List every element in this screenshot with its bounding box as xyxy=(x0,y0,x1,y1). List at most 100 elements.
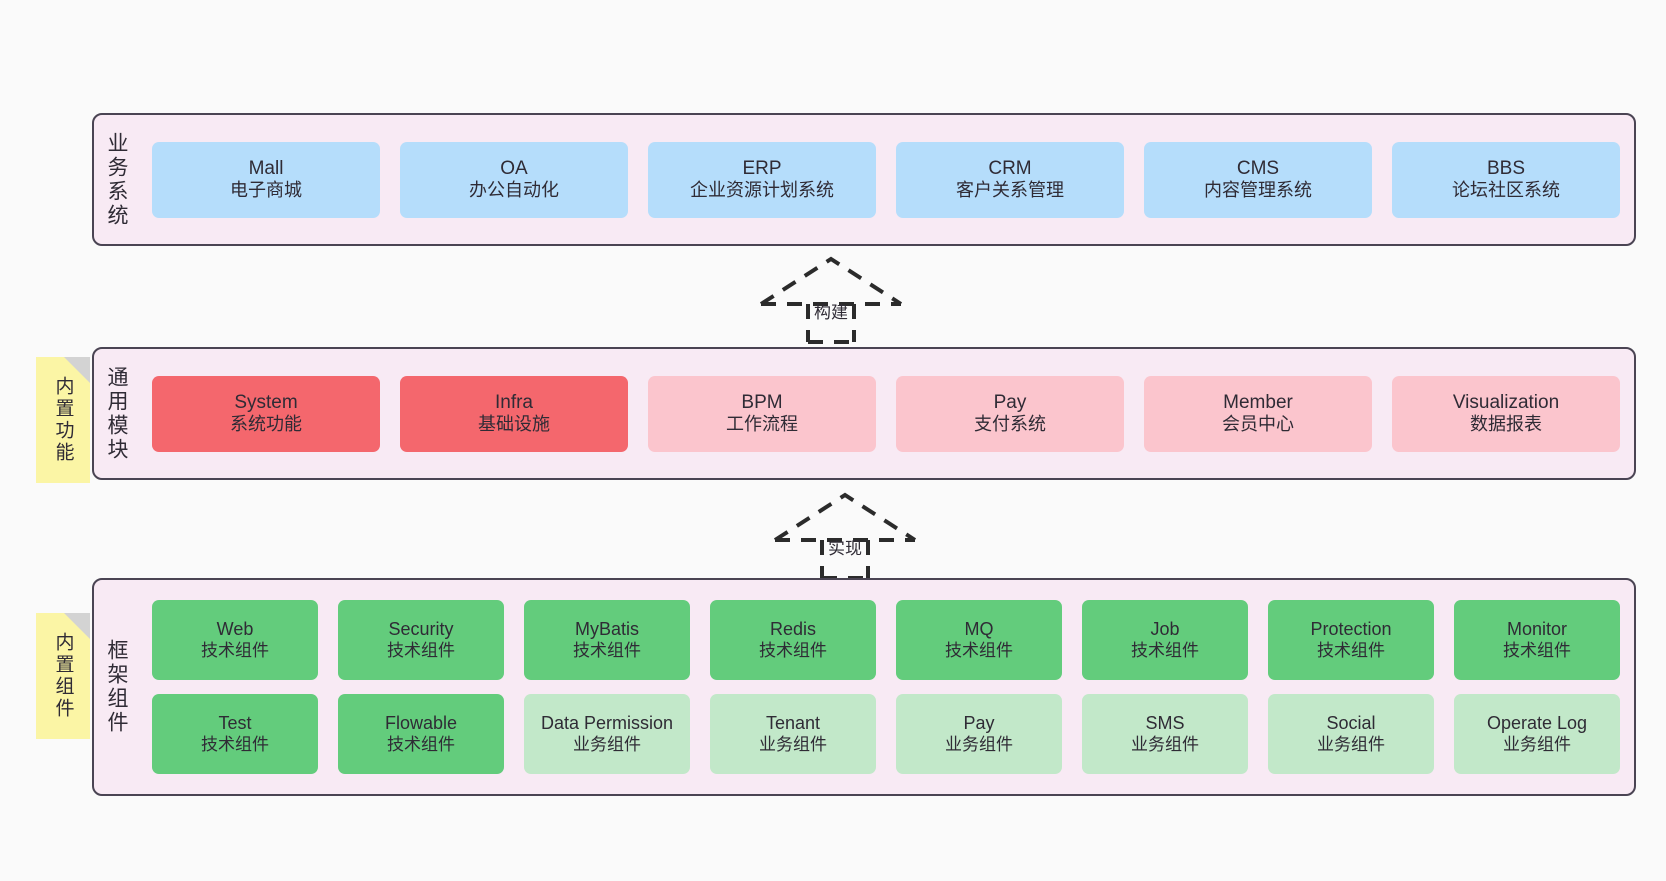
layer-business-system-title: 业务系统 xyxy=(105,131,129,228)
card-subtitle: 技术组件 xyxy=(1503,640,1571,660)
business-system-row: Mall 电子商城 OA 办公自动化 ERP 企业资源计划系统 CRM 客户关系… xyxy=(152,141,1620,218)
framework-card-tenant[interactable]: Tenant 业务组件 xyxy=(710,694,876,774)
module-card-pay[interactable]: Pay 支付系统 xyxy=(896,375,1124,452)
framework-card-pay[interactable]: Pay 业务组件 xyxy=(896,694,1062,774)
note-builtin-components: 内置组件 xyxy=(36,613,90,739)
framework-card-protection[interactable]: Protection 技术组件 xyxy=(1268,600,1434,680)
card-subtitle: 办公自动化 xyxy=(469,180,559,201)
framework-card-flowable[interactable]: Flowable 技术组件 xyxy=(338,694,504,774)
business-card-cms[interactable]: CMS 内容管理系统 xyxy=(1144,141,1372,218)
module-card-visualization[interactable]: Visualization 数据报表 xyxy=(1392,375,1620,452)
framework-card-test[interactable]: Test 技术组件 xyxy=(152,694,318,774)
framework-card-sms[interactable]: SMS 业务组件 xyxy=(1082,694,1248,774)
layer-common-modules-title: 通用模块 xyxy=(105,365,129,462)
business-card-crm[interactable]: CRM 客户关系管理 xyxy=(896,141,1124,218)
framework-card-web[interactable]: Web 技术组件 xyxy=(152,600,318,680)
layer-framework-components: 框架组件 Web 技术组件 Security 技术组件 MyBatis 技术组件… xyxy=(92,578,1636,796)
framework-business-row: Test 技术组件 Flowable 技术组件 Data Permission … xyxy=(152,694,1620,774)
card-title: Visualization xyxy=(1452,391,1560,413)
module-card-bpm[interactable]: BPM 工作流程 xyxy=(648,375,876,452)
framework-card-job[interactable]: Job 技术组件 xyxy=(1082,600,1248,680)
card-title: OA xyxy=(500,157,528,179)
card-subtitle: 支付系统 xyxy=(974,414,1046,435)
card-subtitle: 业务组件 xyxy=(1317,734,1385,754)
card-title: Job xyxy=(1150,618,1180,639)
card-subtitle: 业务组件 xyxy=(573,734,641,754)
build-arrow-icon xyxy=(759,256,903,344)
card-title: Flowable xyxy=(384,712,458,733)
card-title: SMS xyxy=(1145,712,1185,733)
card-subtitle: 技术组件 xyxy=(387,734,455,754)
note-builtin-functions: 内置功能 xyxy=(36,357,90,483)
card-title: CMS xyxy=(1236,157,1280,179)
note-builtin-functions-label: 内置功能 xyxy=(52,376,74,464)
card-subtitle: 技术组件 xyxy=(387,640,455,660)
card-title: BPM xyxy=(741,391,783,413)
framework-card-social[interactable]: Social 业务组件 xyxy=(1268,694,1434,774)
framework-card-data-permission[interactable]: Data Permission 业务组件 xyxy=(524,694,690,774)
module-card-infra[interactable]: Infra 基础设施 xyxy=(400,375,628,452)
card-title: Member xyxy=(1223,391,1293,413)
card-subtitle: 电子商城 xyxy=(230,180,302,201)
framework-card-mybatis[interactable]: MyBatis 技术组件 xyxy=(524,600,690,680)
card-title: Web xyxy=(216,618,254,639)
common-modules-row: System 系统功能 Infra 基础设施 BPM 工作流程 Pay 支付系统… xyxy=(152,375,1620,452)
card-title: MQ xyxy=(964,618,994,639)
card-title: Tenant xyxy=(765,712,821,733)
card-subtitle: 企业资源计划系统 xyxy=(690,180,834,201)
framework-tech-row: Web 技术组件 Security 技术组件 MyBatis 技术组件 Redi… xyxy=(152,600,1620,680)
card-subtitle: 客户关系管理 xyxy=(956,180,1064,201)
card-title: Pay xyxy=(993,391,1027,413)
card-subtitle: 技术组件 xyxy=(1317,640,1385,660)
card-subtitle: 会员中心 xyxy=(1222,414,1294,435)
relation-implement: 实现 xyxy=(770,492,920,580)
card-title: Infra xyxy=(494,391,534,413)
layer-framework-components-body: Web 技术组件 Security 技术组件 MyBatis 技术组件 Redi… xyxy=(138,580,1634,794)
card-title: ERP xyxy=(742,157,782,179)
framework-card-monitor[interactable]: Monitor 技术组件 xyxy=(1454,600,1620,680)
card-title: Test xyxy=(218,712,252,733)
business-card-oa[interactable]: OA 办公自动化 xyxy=(400,141,628,218)
card-subtitle: 技术组件 xyxy=(1131,640,1199,660)
card-subtitle: 技术组件 xyxy=(201,640,269,660)
business-card-erp[interactable]: ERP 企业资源计划系统 xyxy=(648,141,876,218)
card-title: Operate Log xyxy=(1486,712,1588,733)
card-subtitle: 技术组件 xyxy=(573,640,641,660)
card-subtitle: 论坛社区系统 xyxy=(1452,180,1560,201)
framework-card-mq[interactable]: MQ 技术组件 xyxy=(896,600,1062,680)
layer-framework-components-title: 框架组件 xyxy=(105,639,129,735)
card-title: MyBatis xyxy=(574,618,639,639)
card-title: Pay xyxy=(963,712,995,733)
card-title: Protection xyxy=(1310,618,1392,639)
card-subtitle: 业务组件 xyxy=(945,734,1013,754)
card-subtitle: 技术组件 xyxy=(945,640,1013,660)
card-subtitle: 内容管理系统 xyxy=(1204,180,1312,201)
card-title: Social xyxy=(1326,712,1376,733)
framework-card-security[interactable]: Security 技术组件 xyxy=(338,600,504,680)
card-subtitle: 技术组件 xyxy=(201,734,269,754)
card-title: BBS xyxy=(1486,157,1526,179)
card-title: CRM xyxy=(988,157,1032,179)
layer-common-modules: 通用模块 System 系统功能 Infra 基础设施 BPM 工作流程 Pay xyxy=(92,347,1636,480)
module-card-system[interactable]: System 系统功能 xyxy=(152,375,380,452)
layer-business-system-body: Mall 电子商城 OA 办公自动化 ERP 企业资源计划系统 CRM 客户关系… xyxy=(138,115,1634,244)
layer-common-modules-body: System 系统功能 Infra 基础设施 BPM 工作流程 Pay 支付系统… xyxy=(138,349,1634,478)
card-subtitle: 业务组件 xyxy=(1503,734,1571,754)
card-title: Monitor xyxy=(1506,618,1568,639)
business-card-mall[interactable]: Mall 电子商城 xyxy=(152,141,380,218)
note-builtin-components-label: 内置组件 xyxy=(52,632,74,720)
card-subtitle: 工作流程 xyxy=(726,414,798,435)
layer-business-system: 业务系统 Mall 电子商城 OA 办公自动化 ERP 企业资源计划系统 CRM xyxy=(92,113,1636,246)
card-subtitle: 数据报表 xyxy=(1470,414,1542,435)
relation-build: 构建 xyxy=(756,256,906,344)
framework-card-operate-log[interactable]: Operate Log 业务组件 xyxy=(1454,694,1620,774)
card-title: Security xyxy=(388,618,454,639)
card-title: Data Permission xyxy=(540,712,674,733)
card-title: System xyxy=(234,391,298,413)
module-card-member[interactable]: Member 会员中心 xyxy=(1144,375,1372,452)
framework-card-redis[interactable]: Redis 技术组件 xyxy=(710,600,876,680)
business-card-bbs[interactable]: BBS 论坛社区系统 xyxy=(1392,141,1620,218)
card-title: Mall xyxy=(248,157,284,179)
card-subtitle: 技术组件 xyxy=(759,640,827,660)
